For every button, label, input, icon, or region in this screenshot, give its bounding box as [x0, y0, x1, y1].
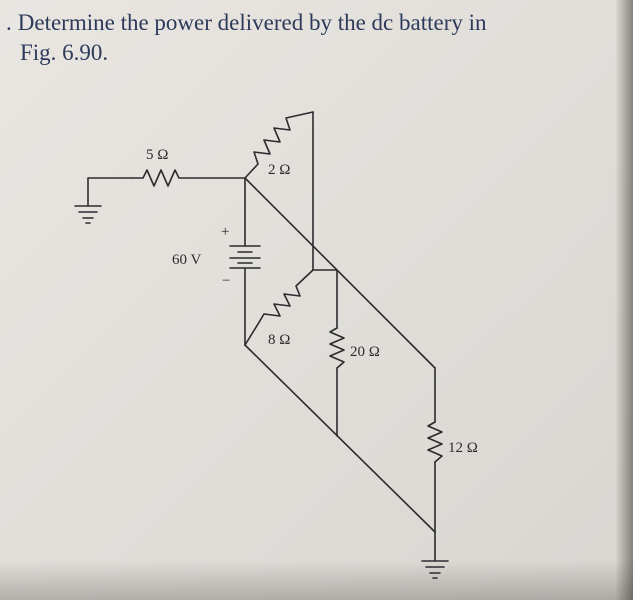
resistor-12-ohm-label: 12 Ω	[448, 440, 478, 456]
resistor-2-ohm	[244, 111, 314, 179]
wire-20-ohm-branch	[312, 269, 338, 437]
ground-symbol-left	[74, 205, 102, 224]
problem-number: .	[6, 10, 12, 35]
figure-reference: Fig. 6.90.	[20, 40, 109, 65]
wire-diagonal-main	[244, 177, 436, 369]
battery-plus-label: +	[221, 224, 229, 240]
resistor-8-ohm-label: 8 Ω	[268, 332, 290, 348]
resistor-20-ohm-label: 20 Ω	[350, 344, 380, 360]
problem-statement: .Determine the power delivered by the dc…	[6, 8, 616, 68]
resistor-2-ohm-label: 2 Ω	[268, 162, 290, 178]
resistor-5-ohm	[131, 169, 246, 187]
page-bottom-shadow	[0, 560, 633, 600]
battery-60v	[229, 245, 261, 269]
ground-symbol-right	[421, 560, 449, 579]
problem-text-line1: Determine the power delivered by the dc …	[17, 10, 487, 35]
battery-voltage-label: 60 V	[172, 252, 201, 268]
resistor-8-ohm	[244, 269, 314, 346]
resistor-5-ohm-label: 5 Ω	[146, 147, 168, 163]
page-edge-shadow	[615, 0, 633, 600]
wire-ground-left	[87, 177, 133, 206]
wire-diagonal-lower	[244, 344, 436, 533]
battery-minus-label: −	[222, 273, 230, 289]
resistor-12-ohm	[427, 421, 443, 463]
resistor-20-ohm	[329, 327, 345, 369]
